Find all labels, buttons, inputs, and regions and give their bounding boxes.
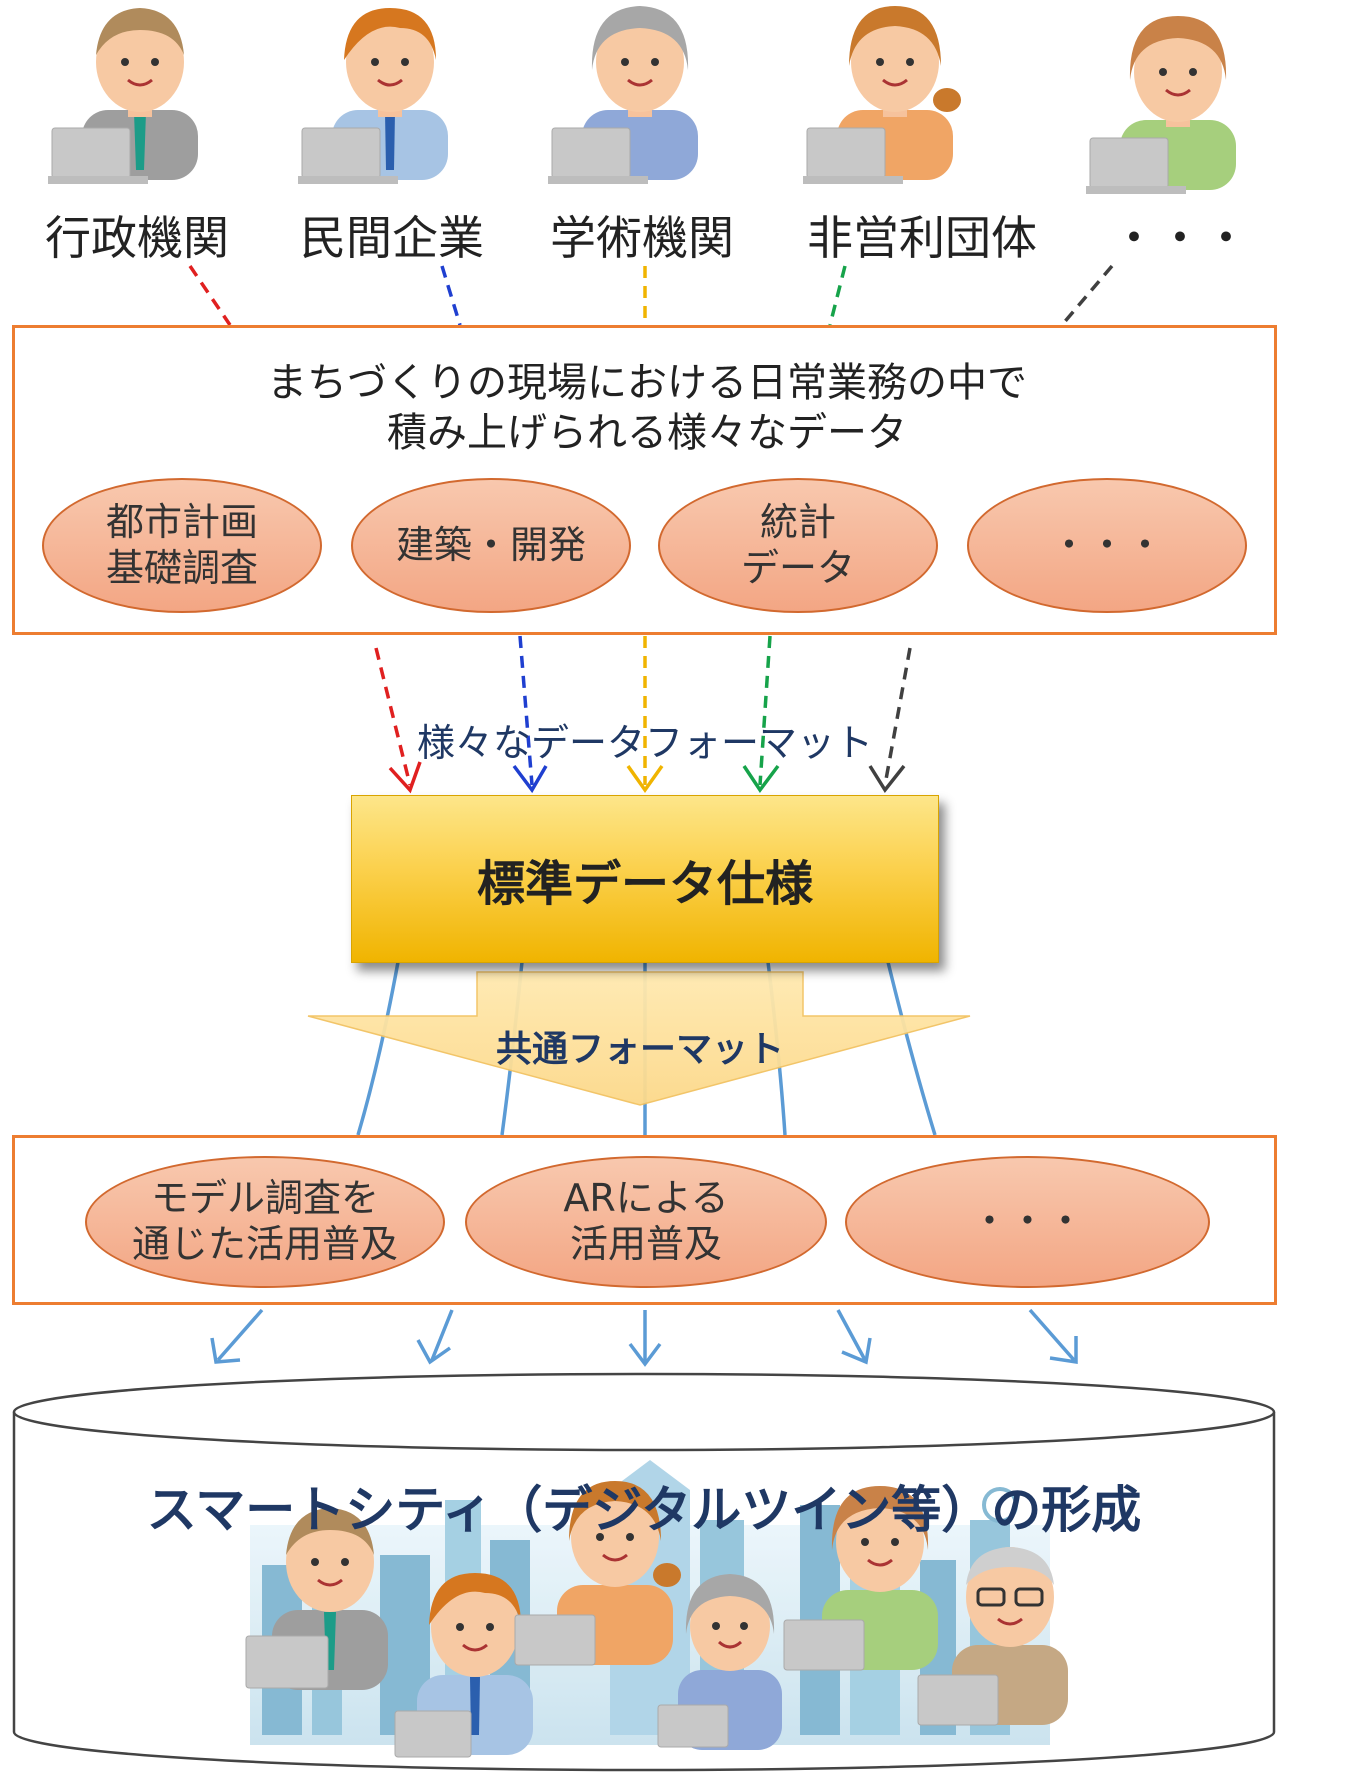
util-item-model-survey: モデル調査を通じた活用普及 [85,1156,445,1288]
bottom-person-6-icon [917,1547,1068,1726]
org-label-gov: 行政機関 [45,211,229,265]
org-label-other: ・・・ [1111,211,1249,265]
util-item-model-survey-line1: モデル調査を [150,1176,379,1221]
bottom-person-1-icon [245,1508,388,1690]
format-arrows [374,635,912,794]
various-formats-label: 様々なデータフォーマット [416,721,874,765]
smart-city-title: スマートシティ（デジタルツイン等）の形成 [146,1481,1142,1539]
person-gov-icon [48,8,198,184]
org-connectors [188,264,1114,327]
util-item-ar-line1: ARによる [563,1176,729,1221]
util-item-more-line1: ・・・ [970,1199,1085,1244]
data-item-statistics: 統計データ [658,478,938,613]
standard-spec-box: 標準データ仕様 [351,795,939,963]
data-item-urban-survey-line2: 基礎調査 [105,545,258,590]
util-item-model-survey-line2: 通じた活用普及 [131,1222,398,1266]
person-company-icon [298,8,448,184]
bottom-person-5-icon [783,1486,938,1671]
data-item-urban-survey: 都市計画基礎調査 [42,478,322,613]
util-item-ar-line2: 活用普及 [569,1222,722,1266]
data-box-title-line2: 積み上げられる様々なデータ [387,410,907,456]
standard-spec-label: 標準データ仕様 [476,856,813,912]
data-box-title-line1: まちづくりの現場における日常業務の中で [267,360,1027,406]
data-item-more: ・・・ [967,478,1247,613]
person-other-icon [1086,16,1236,194]
org-label-company: 民間企業 [300,211,484,265]
person-nonprofit-icon [803,6,961,184]
data-item-construction-line1: 建築・開発 [395,522,586,567]
org-label-academic: 学術機関 [550,211,734,265]
data-item-more-line1: ・・・ [1049,522,1164,567]
utilization-box: モデル調査を通じた活用普及 ARによる活用普及 ・・・ [12,1135,1277,1305]
data-item-statistics-line2: データ [740,545,855,590]
common-format-label: 共通フォーマット [495,1029,785,1070]
person-academic-icon [548,6,698,184]
bottom-person-2-icon [394,1573,533,1758]
common-format-chevron [307,971,971,1106]
bottom-person-4-icon [657,1574,782,1750]
daily-data-box: まちづくりの現場における日常業務の中で 積み上げられる様々なデータ 都市計画基礎… [12,325,1277,635]
data-item-statistics-line1: 統計 [759,499,836,544]
data-item-construction: 建築・開発 [351,478,631,613]
util-item-more: ・・・ [845,1156,1210,1288]
data-item-urban-survey-line1: 都市計画 [105,499,258,544]
smart-city-arrows [210,1308,1078,1367]
util-item-ar: ARによる活用普及 [465,1156,827,1288]
org-label-nonprofit: 非営利団体 [807,211,1037,265]
bottom-person-3-icon [514,1481,681,1666]
